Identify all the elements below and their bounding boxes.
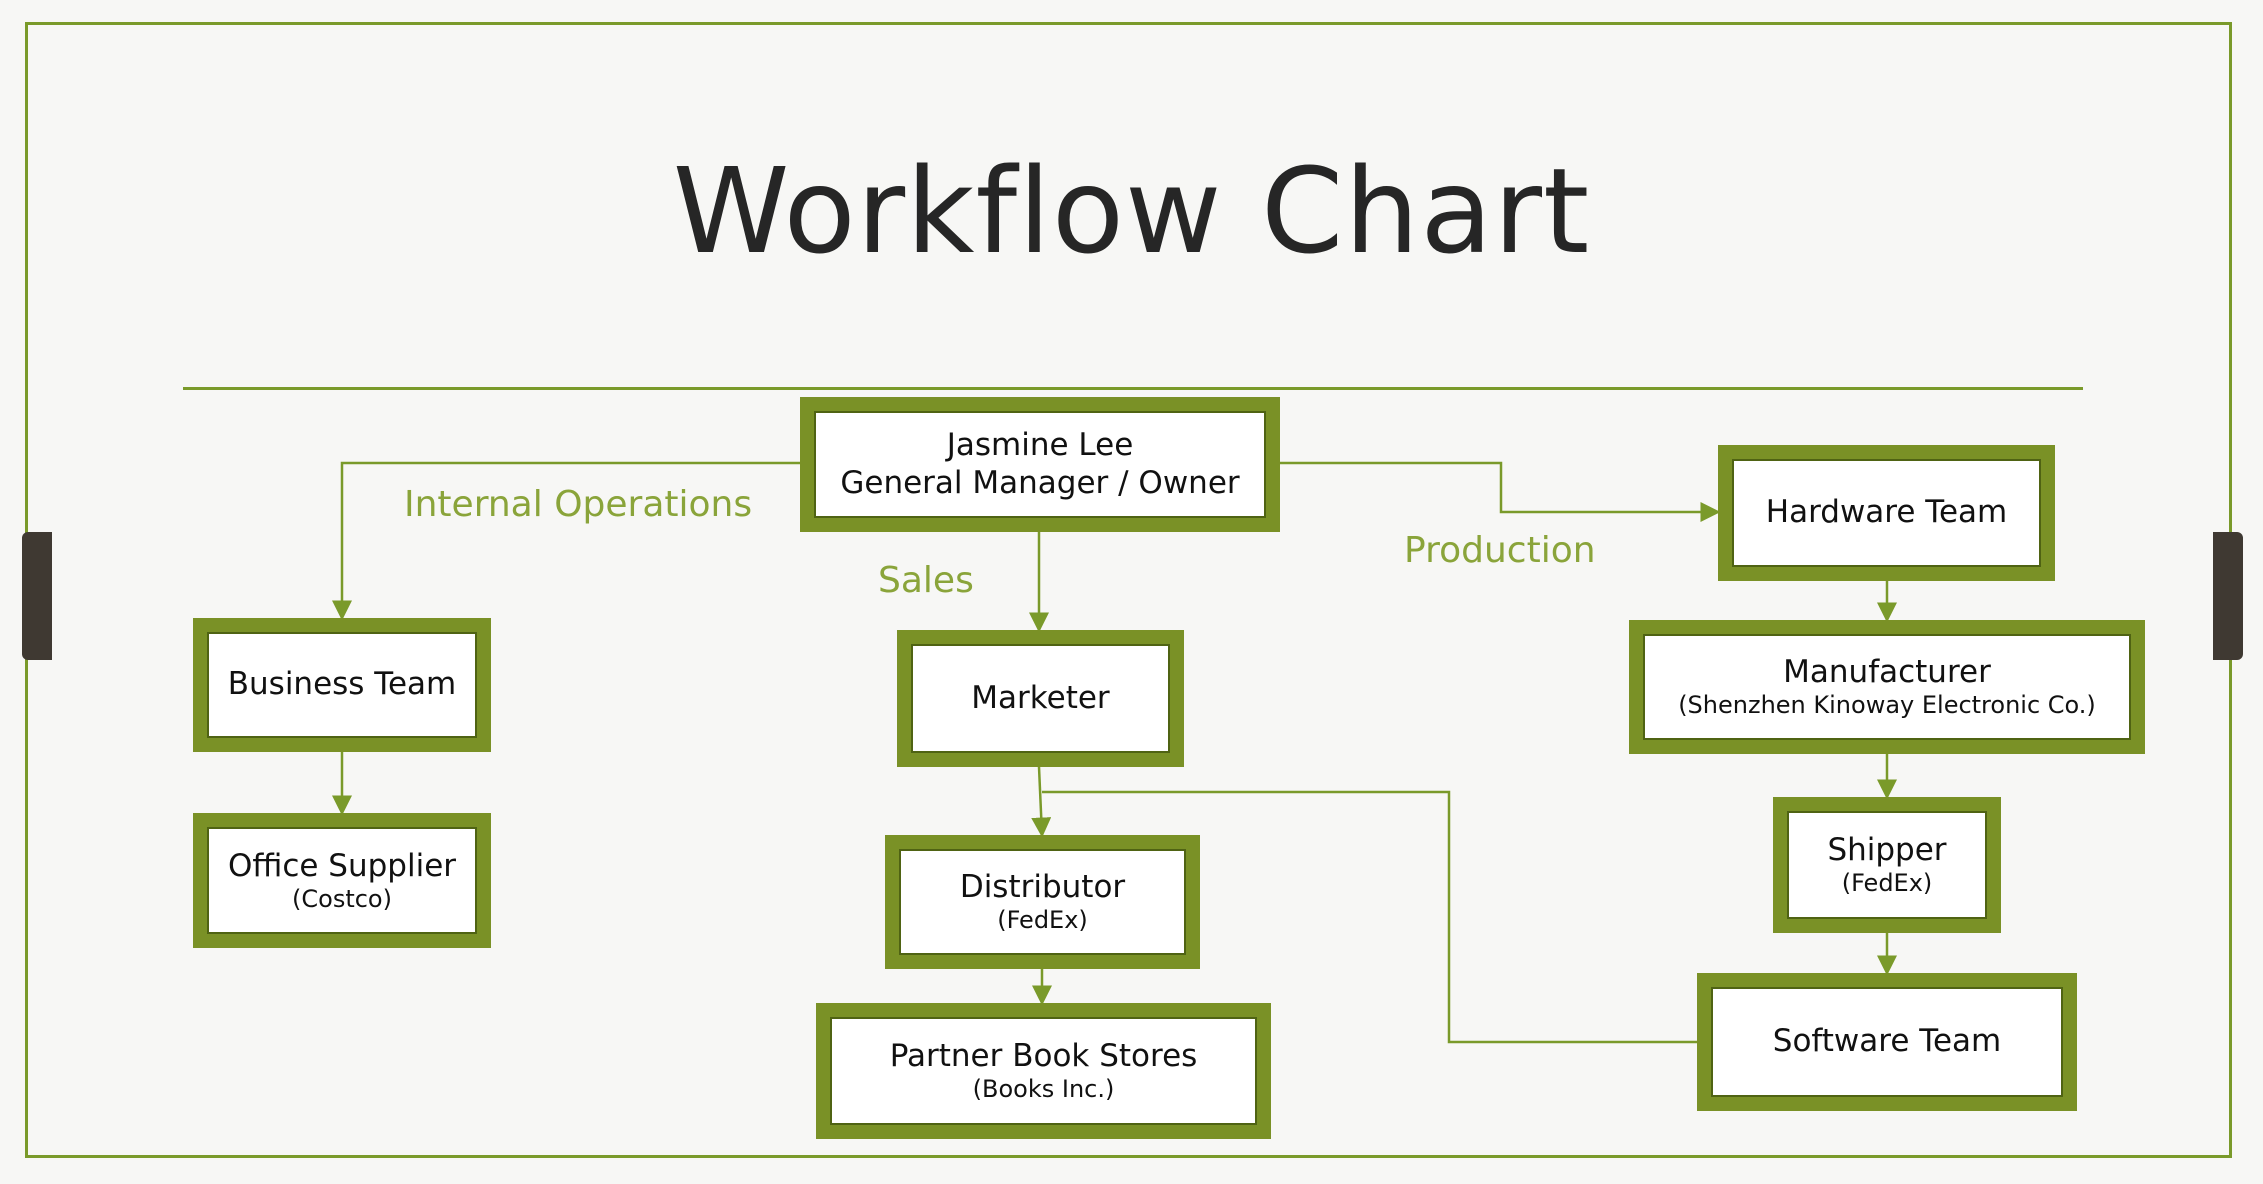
node-owner: Jasmine Lee General Manager / Owner	[800, 397, 1280, 532]
node-office-supplier: Office Supplier (Costco)	[193, 813, 491, 948]
node-office-supplier-sub: (Costco)	[292, 884, 392, 913]
node-partner-book-stores: Partner Book Stores (Books Inc.)	[816, 1003, 1271, 1139]
node-hardware-team-label: Hardware Team	[1765, 494, 2008, 531]
connector-owner-to-hardware	[1280, 461, 1721, 522]
connector-software-to-distributor	[1042, 790, 1697, 1044]
slide-title: Workflow Chart	[672, 142, 1591, 280]
title-divider	[183, 387, 2083, 390]
node-business-team-label: Business Team	[227, 666, 457, 703]
node-shipper-sub: (FedEx)	[1841, 869, 1933, 898]
node-distributor-label: Distributor	[959, 869, 1126, 905]
node-manufacturer-sub: (Shenzhen Kinoway Electronic Co.)	[1678, 691, 2096, 720]
node-owner-name: Jasmine Lee	[946, 427, 1134, 464]
node-software-team-label: Software Team	[1772, 1023, 2002, 1060]
node-distributor: Distributor (FedEx)	[885, 835, 1200, 969]
left-tab-decoration	[22, 532, 52, 660]
node-shipper-label: Shipper	[1827, 832, 1947, 868]
label-production: Production	[1404, 530, 1596, 571]
node-software-team: Software Team	[1697, 973, 2077, 1111]
node-distributor-sub: (FedEx)	[997, 906, 1088, 935]
node-business-team: Business Team	[193, 618, 491, 752]
node-partner-book-stores-sub: (Books Inc.)	[972, 1075, 1115, 1104]
node-office-supplier-label: Office Supplier	[227, 847, 457, 884]
node-partner-book-stores-label: Partner Book Stores	[889, 1038, 1198, 1074]
node-marketer-label: Marketer	[971, 679, 1110, 716]
label-sales: Sales	[878, 560, 974, 601]
node-shipper: Shipper (FedEx)	[1773, 797, 2001, 933]
right-tab-decoration	[2213, 532, 2243, 660]
node-hardware-team: Hardware Team	[1718, 445, 2055, 581]
connector-owner-to-business	[332, 461, 800, 621]
node-marketer: Marketer	[897, 630, 1184, 767]
connector-marketer-to-distributor	[1031, 766, 1052, 838]
node-owner-role: General Manager / Owner	[840, 464, 1240, 501]
node-manufacturer-label: Manufacturer	[1783, 654, 1991, 690]
node-manufacturer: Manufacturer (Shenzhen Kinoway Electroni…	[1629, 620, 2145, 754]
label-internal-operations: Internal Operations	[404, 484, 753, 525]
